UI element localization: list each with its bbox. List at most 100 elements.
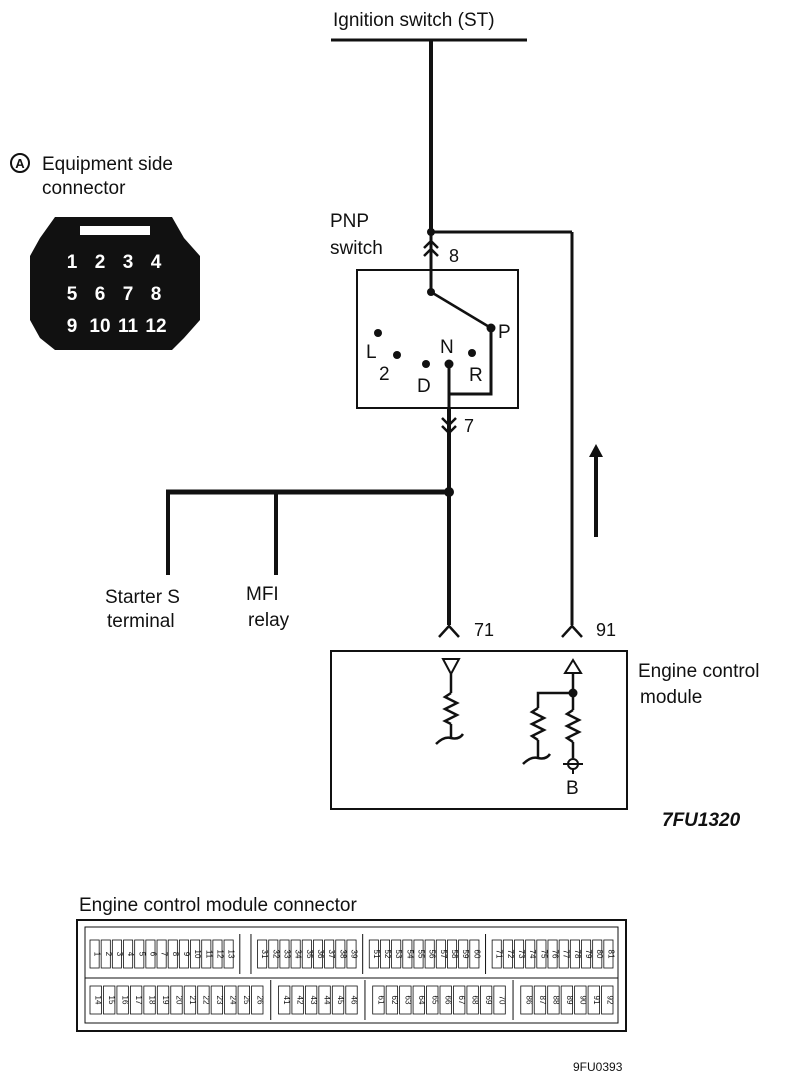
- ecm-connector-cell: [435, 939, 446, 969]
- connector-pin: 8: [151, 284, 162, 305]
- connector-pin: 6: [95, 284, 106, 305]
- connector-pin: 10: [89, 316, 110, 337]
- ecm-connector-body: [76, 919, 627, 1032]
- ecm-connector-cell: [520, 985, 533, 1015]
- ecm-connector-pin: 33: [282, 950, 291, 959]
- ecm-connector-cell: [587, 985, 600, 1015]
- ecm-connector-pin: 5: [137, 952, 146, 957]
- ecm-connector-cell: [89, 985, 102, 1015]
- ecm-connector-cell: [502, 939, 513, 969]
- ecm-connector-cell: [569, 939, 580, 969]
- figure-code-2: 9FU0393: [573, 1060, 623, 1074]
- pnp-connector-7-symbol: [441, 408, 457, 492]
- connector-pin: 9: [67, 316, 78, 337]
- ecm-connector-pin: 62: [390, 996, 399, 1005]
- ecm-connector-cell: [385, 985, 399, 1015]
- ecm-connector-cell: [212, 939, 223, 969]
- ecm-connector-cell: [447, 939, 458, 969]
- ecm-connector-cell: [574, 985, 587, 1015]
- ecm-connector-pin: 14: [94, 996, 103, 1005]
- ecm-connector-pin: 16: [121, 996, 130, 1005]
- ecm-connector-pin: 61: [376, 996, 385, 1005]
- ecm-connector-cell: [547, 939, 558, 969]
- ecm-connector-pin: 81: [606, 950, 615, 959]
- ecm-connector-pin: 19: [161, 996, 170, 1005]
- ecm-connector-pin: 75: [539, 950, 548, 959]
- ecm-connector-pin: 52: [383, 950, 392, 959]
- ecm-connector-cell: [391, 939, 402, 969]
- ecm-pin-71: 71: [474, 620, 494, 640]
- pnp-switch-box: [356, 269, 519, 409]
- ecm-connector-pin: 37: [327, 950, 336, 959]
- contact-l: [374, 329, 382, 337]
- ecm-connector-inner: [84, 926, 619, 1024]
- ecm-connector-cell: [279, 939, 290, 969]
- ecm-connector-pin: 38: [338, 950, 347, 959]
- ecm-connector-cell: [380, 939, 390, 969]
- ecm-connector-cell: [413, 939, 424, 969]
- ecm-connector-pin: 74: [528, 950, 537, 959]
- ecm-connector-pin: 42: [296, 996, 305, 1005]
- ecm-connector-pin: 10: [193, 950, 202, 959]
- connector-pin: 3: [123, 252, 134, 273]
- ecm-connector-cell: [439, 985, 452, 1015]
- ecm-connector-pin: 7: [160, 952, 169, 957]
- ecm-connector-pin: 32: [271, 950, 280, 959]
- ecm-connector-cell: [560, 985, 574, 1015]
- ecm-title-line2: module: [640, 687, 702, 708]
- ecm-connector-pin: 63: [403, 996, 412, 1005]
- mfi-label-line2: relay: [248, 610, 290, 631]
- ecm-connector-cell: [458, 939, 469, 969]
- ecm-connector-cell: [170, 985, 183, 1015]
- ecm-connector-cell: [412, 985, 425, 1015]
- ecm-connector-pin: 86: [525, 996, 534, 1005]
- ecm-connector-cell: [493, 985, 506, 1015]
- ecm-connector-pin: 76: [551, 950, 560, 959]
- ecm-connector-pin: 43: [309, 996, 318, 1005]
- signal-direction-arrow: [589, 444, 603, 537]
- connector-pin: 4: [151, 252, 162, 273]
- ecm-connector-cell: [167, 939, 178, 969]
- ecm-connector-cell: [156, 939, 167, 969]
- starter-label-line1: Starter S: [105, 587, 180, 608]
- ecm-connector-cell: [190, 939, 201, 969]
- ecm-ground-label: B: [566, 778, 579, 799]
- ecm-connector-cell: [178, 939, 189, 969]
- ecm-connector-pin: 21: [188, 996, 197, 1005]
- ecm-connector-pin: 23: [215, 996, 224, 1005]
- ecm-connector-pin: 65: [430, 996, 439, 1005]
- pnp-pin-8: 8: [449, 246, 459, 266]
- connector-pin: 1: [67, 252, 78, 273]
- position-r: R: [469, 365, 483, 386]
- ecm-connector-cell: [479, 985, 493, 1015]
- position-d: D: [417, 376, 431, 397]
- ecm-pin-91: 91: [596, 620, 616, 640]
- ecm-connector-pin: 55: [417, 950, 426, 959]
- ecm-connector-cell: [237, 985, 250, 1015]
- starter-label-line2: terminal: [107, 611, 175, 632]
- ecm-connector-pin: 59: [461, 950, 470, 959]
- mfi-label-line1: MFI: [246, 584, 279, 605]
- ecm-connector-cell: [603, 939, 614, 969]
- contact-d: [422, 360, 430, 368]
- position-2: 2: [379, 364, 390, 385]
- ecm-connector-pin: 36: [316, 950, 325, 959]
- connector-badge-letter: A: [15, 156, 25, 171]
- ecm-box: [330, 650, 628, 810]
- ecm-connector-pin: 72: [506, 950, 515, 959]
- ecm-connector-pin: 89: [565, 996, 574, 1005]
- ecm-connector-cell: [301, 939, 312, 969]
- ecm-connector-pin: 22: [201, 996, 210, 1005]
- connector-pin: 11: [118, 316, 139, 337]
- ecm-connector-cell: [466, 985, 479, 1015]
- ecm-connector-pin: 3: [115, 952, 124, 957]
- equipment-connector-shell: [30, 217, 200, 350]
- ecm-connector-title: Engine control module connector: [79, 895, 357, 916]
- ecm-connector-pin: 68: [471, 996, 480, 1005]
- ecm-connector-pin: 46: [350, 996, 359, 1005]
- ecm-connector-pin: 69: [484, 996, 493, 1005]
- pnp-pin-7: 7: [464, 416, 474, 436]
